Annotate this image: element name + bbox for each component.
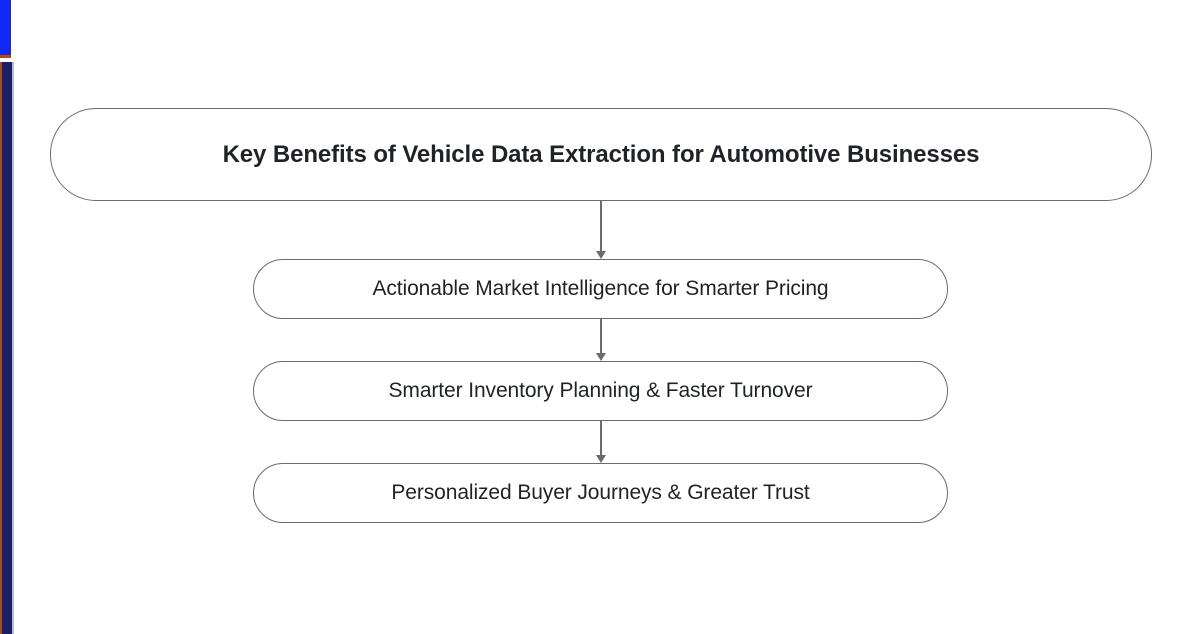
connector-line (600, 319, 602, 353)
connector-arrowhead (595, 251, 606, 259)
flowchart-step-node-1-label: Actionable Market Intelligence for Smart… (372, 277, 829, 300)
connector-arrowhead (595, 353, 606, 361)
connector-arrowhead (595, 455, 606, 463)
flowchart-root-node-label: Key Benefits of Vehicle Data Extraction … (222, 140, 980, 168)
connector-line (600, 421, 602, 455)
flowchart-step-node-3[interactable]: Personalized Buyer Journeys & Greater Tr… (253, 463, 948, 523)
flowchart-step-node-2-label: Smarter Inventory Planning & Faster Turn… (388, 379, 813, 402)
connector-line (600, 201, 602, 251)
flowchart-step-node-2[interactable]: Smarter Inventory Planning & Faster Turn… (253, 361, 948, 421)
flowchart-step-node-3-label: Personalized Buyer Journeys & Greater Tr… (391, 481, 810, 504)
flowchart-root-node[interactable]: Key Benefits of Vehicle Data Extraction … (50, 108, 1152, 201)
flowchart-step-node-1[interactable]: Actionable Market Intelligence for Smart… (253, 259, 948, 319)
